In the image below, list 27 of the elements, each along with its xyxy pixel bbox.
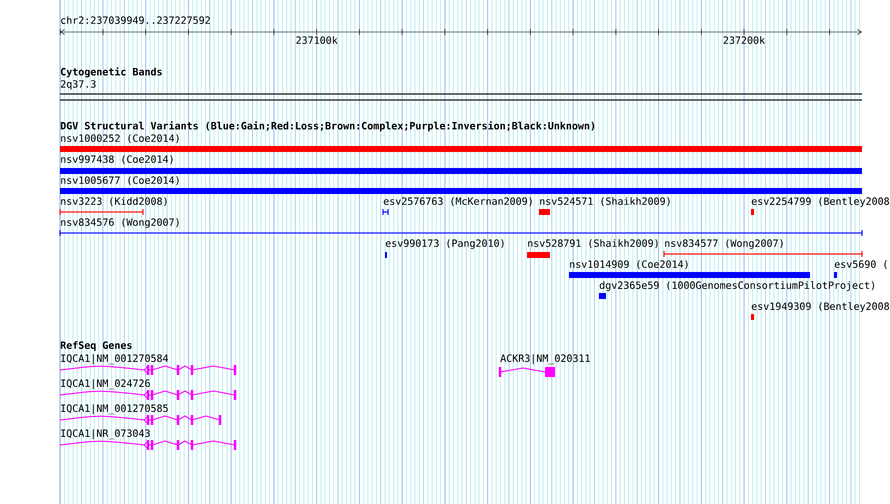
feature-label: ACKR3|NM_020311 — [500, 354, 590, 364]
track-title: Cytogenetic Bands — [60, 67, 162, 78]
feature-label: IQCA1|NM_001270584 — [61, 354, 168, 364]
feature-label: esv1949309 (Bentley2008 — [752, 302, 890, 312]
track-title: RefSeq Genes — [60, 341, 132, 351]
track-title: DGV Structural Variants (Blue:Gain;Red:Loss;Brown:Complex;Purple:Inversion;Black:Unknown) — [60, 121, 594, 132]
feature-label: IQCA1|NM_024726 — [61, 379, 150, 390]
feature-label: nsv528791 (Shaikh2009) — [528, 239, 658, 248]
feature-label: nsv834576 (Wong2007) — [61, 218, 179, 228]
tick-label: 237100k — [296, 36, 338, 44]
feature-label: nsv3223 (Kidd2008) — [61, 197, 166, 206]
feature-label: 2q37.3 — [60, 80, 96, 90]
feature-label: nsv524571 (Shaikh2009) — [540, 197, 670, 206]
feature-label: esv2576763 (McKernan2009) — [384, 197, 532, 206]
feature-label: esv2254799 (Bentley2008 — [752, 197, 890, 207]
feature-label: nsv834577 (Wong2007) — [665, 239, 783, 249]
feature-label: nsv1014909 (Coe2014) — [570, 260, 688, 270]
feature-label: dgv2365e59 (1000GenomesConsortiumPilotProject) — [600, 281, 874, 291]
feature-label: esv5690 ( — [834, 260, 887, 270]
feature-label: nsv1005677 (Coe2014) — [61, 176, 179, 186]
ruler-title: chr2:237039949..237227592 — [61, 16, 210, 24]
feature-label: IQCA1|NM_001270585 — [61, 404, 168, 414]
feature-label: IQCA1|NR_073043 — [61, 429, 150, 440]
feature-label: nsv997438 (Coe2014) — [61, 155, 172, 164]
tick-label: 237200k — [724, 36, 765, 44]
feature-label: nsv1000252 (Coe2014) — [61, 134, 179, 144]
feature-label: esv990173 (Pang2010) — [386, 239, 504, 249]
